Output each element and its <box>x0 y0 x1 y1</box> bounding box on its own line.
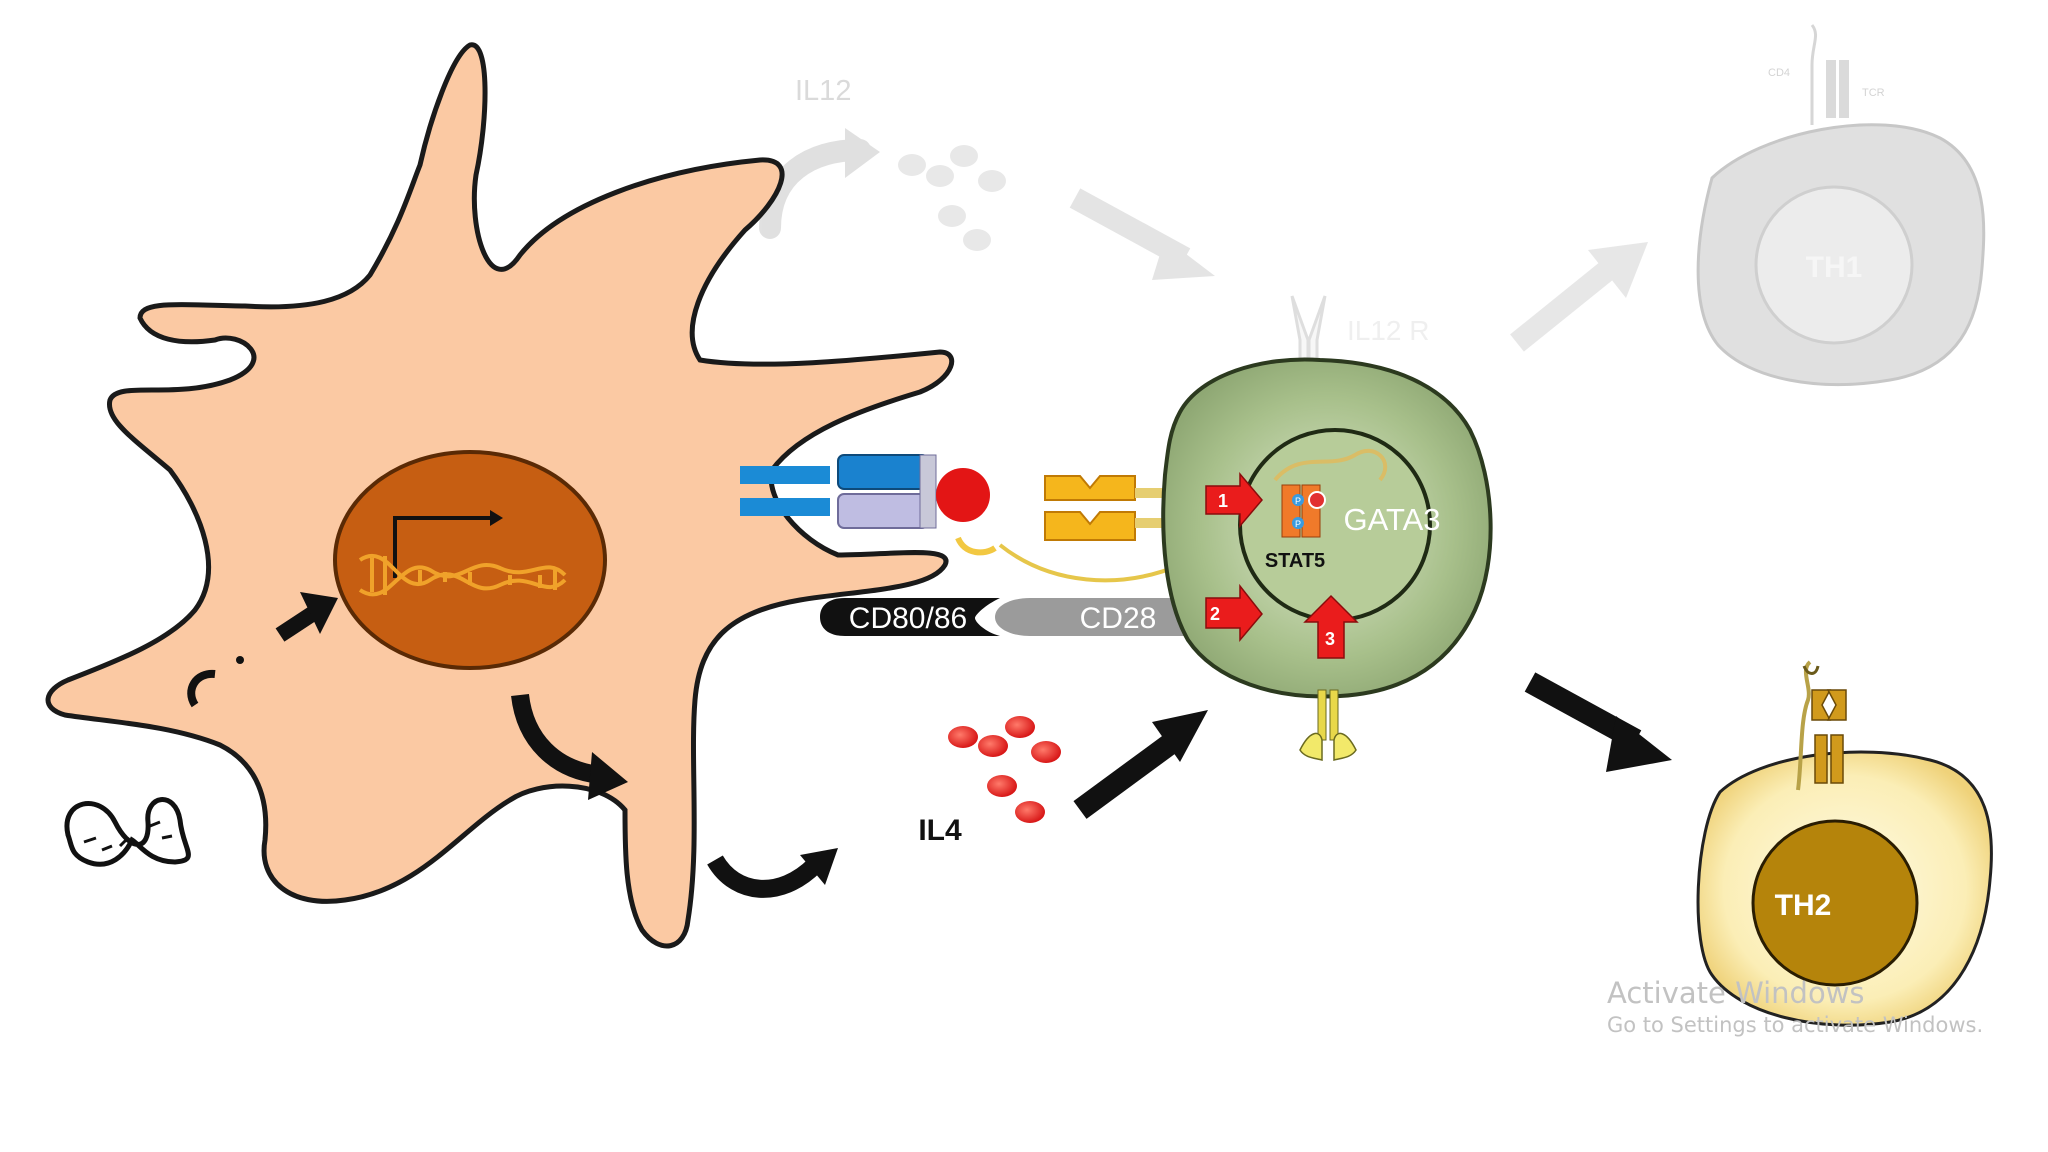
prr-receptor-icon <box>187 669 216 708</box>
watermark-subtitle: Go to Settings to activate Windows. <box>1607 1013 1984 1037</box>
il4-secretion-arrow-1 <box>511 693 602 784</box>
il4-to-tcell-arrowhead <box>1152 710 1208 762</box>
signal-2-arrow: 2 <box>1205 583 1263 643</box>
th1-tcr-label: TCR <box>1862 87 1885 99</box>
gata3-label: GATA3 <box>1343 502 1440 537</box>
th2-cd4-receptor <box>1796 660 1812 791</box>
watermark-title: Activate Windows <box>1607 976 1865 1010</box>
signal-1-label: 1 <box>1218 491 1228 511</box>
cd4-coreceptor <box>955 536 997 556</box>
il12-secretion-arrowhead <box>845 128 880 178</box>
cd80-86-molecule <box>820 598 1000 636</box>
stat5-binding-site <box>1308 491 1326 509</box>
antigen-peptide <box>936 468 990 522</box>
pattern-signal-arrow <box>275 605 320 642</box>
signal-3-label: 3 <box>1325 629 1335 649</box>
mhc-receptor-icon <box>740 454 937 529</box>
th1-label: TH1 <box>1806 251 1863 284</box>
windows-activation-watermark: Activate Windows Go to Settings to activ… <box>1607 975 1983 1039</box>
transcription-start-arrow <box>393 516 493 578</box>
il12-secretion-arrow <box>759 139 871 239</box>
signal-3-arrow: 3 <box>1303 594 1359 659</box>
th1-cd4-label: CD4 <box>1768 67 1790 79</box>
cd28-label: CD28 <box>1080 602 1157 635</box>
il4-to-tcell-arrow <box>1073 729 1185 819</box>
th1-cd4-receptor <box>1810 24 1818 125</box>
th2-nucleus <box>1751 819 1919 987</box>
th1-tcr-left <box>1826 60 1836 118</box>
il4-receptor-icon <box>1299 689 1357 761</box>
stat5-left <box>1281 484 1301 538</box>
il4-molecules <box>948 716 1061 823</box>
signal-2-label: 2 <box>1210 604 1220 624</box>
parasite-worm-icon <box>64 797 191 867</box>
transcription-arrowhead <box>490 510 503 526</box>
cd4-tail <box>998 543 1181 583</box>
th2-tcr-receptor <box>1811 689 1847 784</box>
stat5-label: STAT5 <box>1265 550 1325 572</box>
il4-label: IL4 <box>918 814 962 847</box>
il4-secretion-arrowhead-2 <box>800 848 838 885</box>
cd28-molecule <box>995 598 1195 636</box>
il12r-label: IL12 R <box>1347 315 1430 346</box>
pattern-signal-arrowhead <box>300 592 338 634</box>
tcell-to-th1-arrowhead <box>1588 242 1648 298</box>
th1-nucleus <box>1754 185 1914 345</box>
prr-dot <box>236 656 244 664</box>
il12-molecules <box>898 145 1006 251</box>
il4-secretion-arrow-2 <box>707 855 822 898</box>
th2-label: TH2 <box>1775 889 1832 922</box>
tcell-to-th2-arrowhead <box>1606 716 1672 772</box>
phospho-top-label: P <box>1295 496 1301 506</box>
phospho-bottom <box>1292 517 1304 529</box>
dc-nucleus <box>333 450 607 670</box>
dna-helix <box>358 553 567 597</box>
th1-tcr-right <box>1839 60 1849 118</box>
phospho-bottom-label: P <box>1295 519 1301 529</box>
signal-1-arrow: 1 <box>1205 471 1263 529</box>
il12-to-tcell-arrowhead <box>1152 238 1215 280</box>
cd80-86-label: CD80/86 <box>849 602 967 635</box>
il4-secretion-arrowhead-1 <box>588 752 628 800</box>
th2-cd4-tip <box>1802 665 1820 675</box>
il12-pathway-faded: IL12 IL12 R TH1 CD4 <box>759 24 1986 386</box>
tcell-to-th1-arrow <box>1510 259 1617 352</box>
phospho-top <box>1292 494 1304 506</box>
gata3-dna-strand <box>1273 448 1388 482</box>
il12-label: IL12 <box>795 75 851 107</box>
